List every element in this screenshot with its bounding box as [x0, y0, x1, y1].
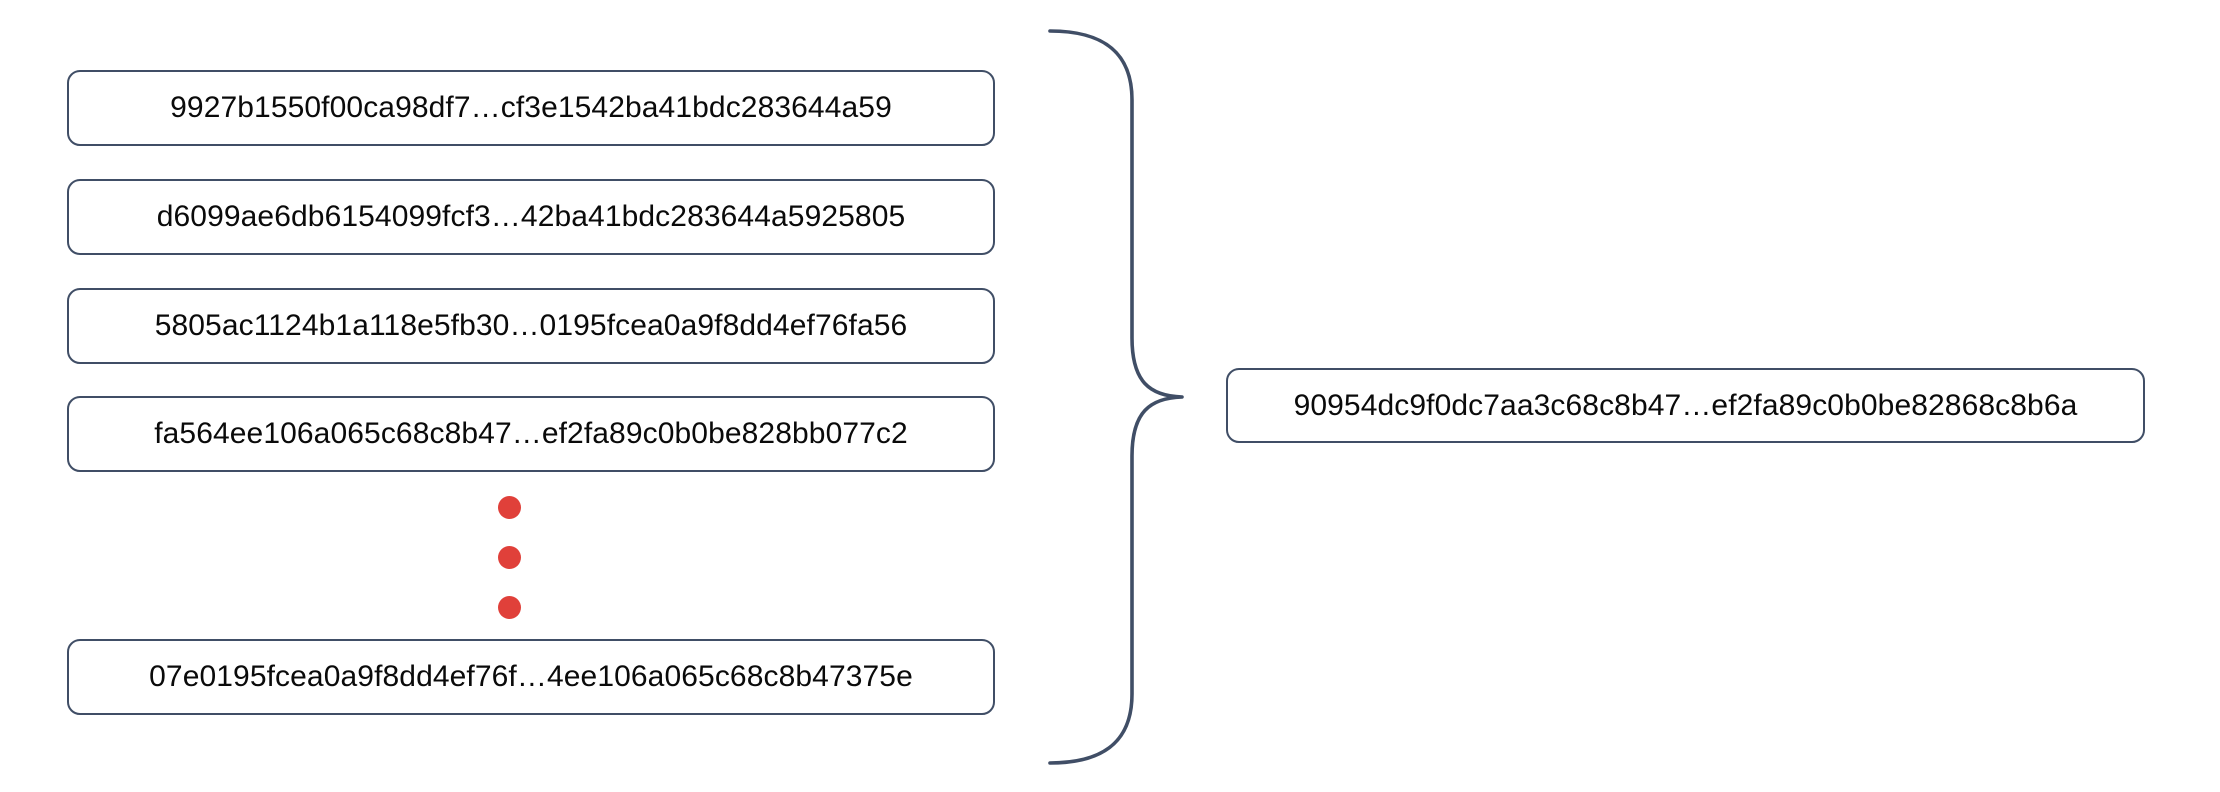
output-hash-box[interactable]: 90954dc9f0dc7aa3c68c8b47…ef2fa89c0b0be82…	[1226, 368, 2145, 443]
ellipsis-dot-1	[498, 496, 521, 519]
input-hash-box-3[interactable]: 5805ac1124b1a118e5fb30…0195fcea0a9f8dd4e…	[67, 288, 995, 364]
ellipsis-dot-3	[498, 596, 521, 619]
input-hash-box-5[interactable]: 07e0195fcea0a9f8dd4ef76f…4ee106a065c68c8…	[67, 639, 995, 715]
curly-brace-icon	[1046, 26, 1186, 768]
input-hash-label-4: fa564ee106a065c68c8b47…ef2fa89c0b0be828b…	[154, 417, 908, 450]
input-hash-box-1[interactable]: 9927b1550f00ca98df7…cf3e1542ba41bdc28364…	[67, 70, 995, 146]
input-hash-box-4[interactable]: fa564ee106a065c68c8b47…ef2fa89c0b0be828b…	[67, 396, 995, 472]
ellipsis-dot-2	[498, 546, 521, 569]
input-hash-label-3: 5805ac1124b1a118e5fb30…0195fcea0a9f8dd4e…	[154, 309, 908, 342]
input-hash-label-5: 07e0195fcea0a9f8dd4ef76f…4ee106a065c68c8…	[149, 660, 913, 693]
output-hash-label: 90954dc9f0dc7aa3c68c8b47…ef2fa89c0b0be82…	[1293, 388, 2078, 422]
input-hash-label-1: 9927b1550f00ca98df7…cf3e1542ba41bdc28364…	[170, 91, 892, 124]
input-hash-label-2: d6099ae6db6154099fcf3…42ba41bdc283644a59…	[156, 200, 906, 233]
vertical-ellipsis-icon	[498, 496, 528, 628]
input-hash-box-2[interactable]: d6099ae6db6154099fcf3…42ba41bdc283644a59…	[67, 179, 995, 255]
